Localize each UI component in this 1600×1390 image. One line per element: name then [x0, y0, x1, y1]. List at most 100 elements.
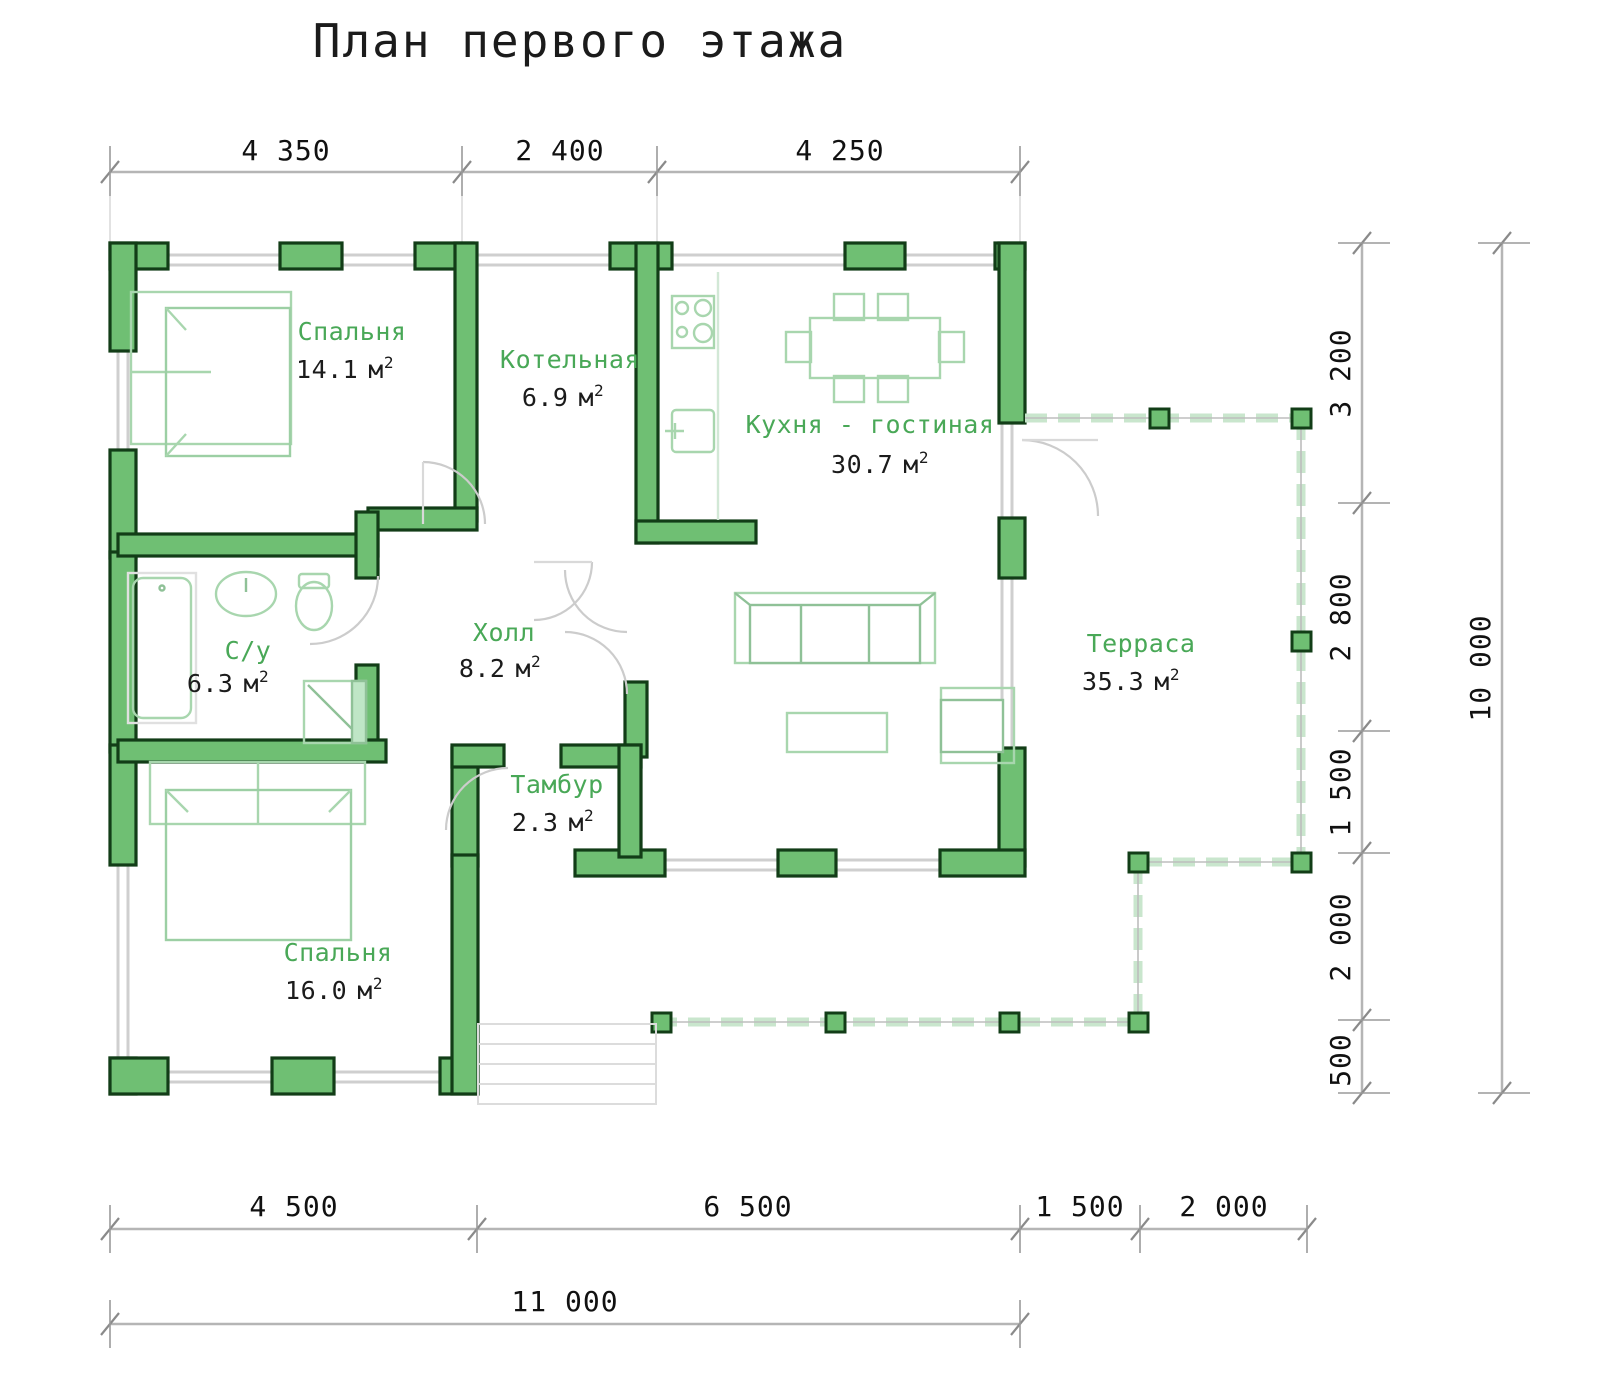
railing-post: [1127, 851, 1150, 874]
dim-right-5: 500: [1324, 1033, 1357, 1087]
svg-text:2.3м2: 2.3м2: [512, 806, 594, 837]
svg-text:6.9м2: 6.9м2: [522, 381, 604, 412]
entrance-steps: [477, 1023, 657, 1105]
railing-post: [1290, 630, 1313, 653]
wall-segment: [617, 743, 643, 859]
coffee-table: [785, 711, 889, 754]
wall-segment: [634, 241, 660, 545]
svg-text:14.1м2: 14.1м2: [296, 353, 394, 384]
wall-segment: [116, 532, 380, 558]
door-swings: [309, 438, 1100, 831]
wall-segment: [634, 519, 758, 545]
wall-segment: [354, 510, 380, 580]
double-bed: [129, 290, 293, 458]
shower-cabin: [302, 679, 368, 745]
dimension-lines-right: 3 200 2 800 1 500 2 000 500: [1324, 230, 1390, 1106]
wall-segment: [776, 848, 838, 878]
dim-top-3: 4 250: [795, 134, 884, 167]
railing-post: [824, 1011, 847, 1034]
room-area: 2.3: [512, 808, 559, 837]
room-name: Холл: [473, 618, 535, 647]
room-name: Спальня: [284, 938, 393, 967]
railing-post: [1148, 407, 1171, 430]
wall-segment: [997, 241, 1027, 425]
toilet: [294, 572, 334, 632]
room-area: 35.3: [1082, 667, 1144, 696]
railing-post: [1290, 407, 1313, 430]
sofa: [733, 591, 937, 665]
dim-total-height: 10 000: [1464, 614, 1497, 721]
railing-post: [998, 1011, 1021, 1034]
dim-right-1: 3 200: [1324, 328, 1357, 417]
room-name: Спальня: [298, 317, 407, 346]
wall-segment: [997, 746, 1027, 868]
dining-table-6-chairs: [784, 292, 966, 404]
dim-right-2: 2 800: [1324, 572, 1357, 661]
room-area: 6.3: [187, 669, 234, 698]
dim-right-4: 2 000: [1324, 892, 1357, 981]
dim-bottom-2: 6 500: [703, 1190, 792, 1223]
railing-post: [1127, 1011, 1150, 1034]
wall-segment: [938, 848, 1027, 878]
door-arc: [533, 561, 594, 622]
page-title: План первого этажа: [312, 14, 848, 68]
washbasin: [214, 570, 278, 618]
room-area: 6.9: [522, 383, 569, 412]
wall-segment: [573, 848, 667, 878]
wall-segment: [450, 853, 480, 1096]
dim-bottom-1: 4 500: [249, 1190, 338, 1223]
room-name: С/у: [225, 636, 272, 665]
room-area: 30.7: [831, 450, 893, 479]
wall-segment: [843, 241, 907, 271]
door-arc: [309, 575, 380, 646]
room-name: Котельная: [500, 345, 640, 374]
dimension-lines-bottom: 4 500 6 500 1 500 2 000: [99, 1190, 1318, 1253]
dimension-line-total-width: 11 000: [99, 1285, 1031, 1348]
svg-text:6.3м2: 6.3м2: [187, 667, 269, 698]
wall-segment: [450, 743, 506, 769]
wall-segment: [270, 1056, 336, 1096]
door-arc: [444, 766, 509, 831]
door-arc: [564, 630, 629, 695]
door-arc: [422, 460, 487, 525]
railing-post: [1290, 851, 1313, 874]
svg-text:35.3м2: 35.3м2: [1082, 665, 1180, 696]
bathtub: [126, 571, 198, 725]
svg-text:8.2м2: 8.2м2: [459, 652, 541, 683]
dimension-lines-top: 4 350 2 400 4 250: [99, 134, 1031, 255]
svg-text:16.0м2: 16.0м2: [285, 974, 383, 1005]
cooktop: [670, 294, 716, 350]
kitchen-sink: [665, 408, 716, 454]
svg-text:30.7м2: 30.7м2: [831, 448, 929, 479]
dim-total-width: 11 000: [511, 1285, 618, 1318]
dim-bottom-4: 2 000: [1179, 1190, 1268, 1223]
wall-segment: [997, 516, 1027, 580]
wall-segment: [108, 1056, 170, 1096]
door-arc: [563, 569, 628, 634]
room-area: 14.1: [296, 355, 358, 384]
railing-post: [650, 1011, 673, 1034]
dim-top-1: 4 350: [241, 134, 330, 167]
dim-right-3: 1 500: [1324, 747, 1357, 836]
wall-segment: [278, 241, 344, 271]
armchair: [939, 686, 1016, 765]
walls: [108, 241, 1027, 1096]
dim-top-2: 2 400: [515, 134, 604, 167]
dimension-line-total-height: 10 000: [1464, 230, 1530, 1106]
double-bed: [148, 760, 367, 942]
dim-bottom-3: 1 500: [1035, 1190, 1124, 1223]
terrace-railing: [650, 407, 1313, 1034]
wall-segment: [108, 743, 138, 867]
door-arc: [1021, 438, 1100, 517]
